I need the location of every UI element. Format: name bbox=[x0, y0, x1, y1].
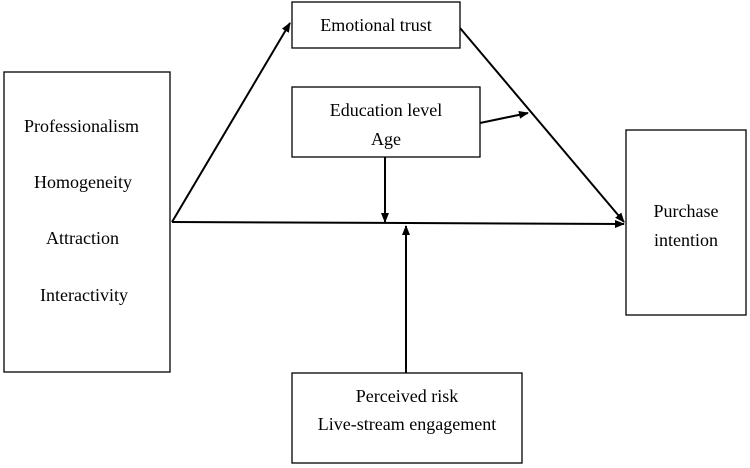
edge-emotional-trust-to-purchase-intention bbox=[459, 27, 625, 223]
antecedents-box: Professionalism Homogeneity Attraction I… bbox=[3, 71, 171, 373]
control-variables-box: Education level Age bbox=[291, 86, 481, 158]
antecedent-label-homogeneity: Homogeneity bbox=[34, 172, 132, 192]
purchase-intention-box: Purchase intention bbox=[625, 129, 747, 316]
moderator-label-perceived-risk: Perceived risk bbox=[356, 386, 458, 406]
control-label-education-level: Education level bbox=[330, 100, 442, 120]
edge-controls-to-mediation-path bbox=[479, 110, 529, 124]
edge-antecedents-to-emotional-trust bbox=[171, 22, 291, 223]
antecedent-label-interactivity: Interactivity bbox=[40, 285, 128, 305]
antecedent-label-attraction: Attraction bbox=[46, 228, 119, 248]
edge-antecedents-to-purchase-intention bbox=[171, 219, 625, 228]
antecedent-label-professionalism: Professionalism bbox=[24, 116, 139, 136]
purchase-intention-label-line1: Purchase bbox=[654, 201, 719, 221]
emotional-trust-label: Emotional trust bbox=[320, 15, 432, 35]
moderators-box: Perceived risk Live-stream engagement bbox=[291, 372, 523, 464]
control-label-age: Age bbox=[371, 129, 401, 149]
purchase-intention-label-line2: intention bbox=[654, 230, 718, 250]
emotional-trust-box: Emotional trust bbox=[291, 1, 461, 49]
moderator-label-live-stream-engagement: Live-stream engagement bbox=[318, 414, 496, 434]
